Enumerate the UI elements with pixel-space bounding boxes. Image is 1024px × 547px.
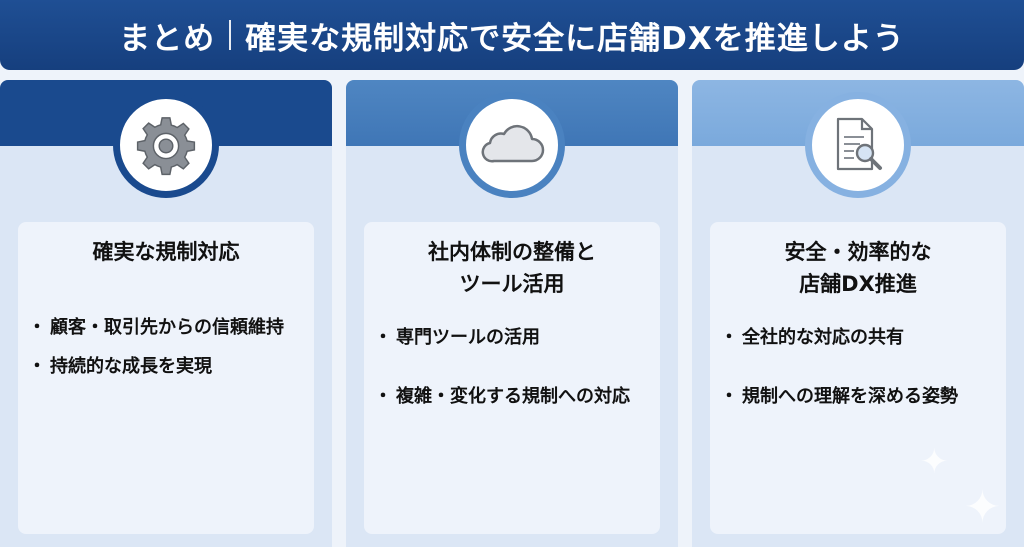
- list-item: 専門ツールの活用: [374, 322, 648, 353]
- sparkle-icon: ✦: [964, 482, 1001, 533]
- cloud-icon: [481, 124, 545, 163]
- list-item: 複雑・変化する規制への対応: [374, 381, 648, 412]
- bullet-list: 全社的な対応の共有 規制への理解を深める姿勢: [720, 322, 994, 412]
- header-divider: [229, 20, 232, 50]
- column-tools: 社内体制の整備と ツール活用 専門ツールの活用 複雑・変化する規制への対応: [346, 80, 678, 547]
- column-regulation: 確実な規制対応 顧客・取引先からの信頼維持 持続的な成長を実現: [0, 80, 332, 547]
- list-item: 規制への理解を深める姿勢: [720, 381, 994, 412]
- card-title-line: 店舗DX推進: [799, 272, 917, 296]
- column-card: 確実な規制対応 顧客・取引先からの信頼維持 持続的な成長を実現: [18, 222, 314, 534]
- card-title-line: ツール活用: [459, 272, 565, 296]
- card-title: 社内体制の整備と ツール活用: [376, 236, 648, 300]
- document-search-icon: [836, 117, 882, 171]
- column-card: 社内体制の整備と ツール活用 専門ツールの活用 複雑・変化する規制への対応: [364, 222, 660, 534]
- bullet-list: 専門ツールの活用 複雑・変化する規制への対応: [374, 322, 648, 412]
- icon-circle: [113, 92, 219, 198]
- card-title-line: 社内体制の整備と: [428, 240, 596, 264]
- bullet-list: 顧客・取引先からの信頼維持 持続的な成長を実現: [28, 312, 302, 382]
- list-item: 全社的な対応の共有: [720, 322, 994, 353]
- card-title-line: 安全・効率的な: [784, 240, 932, 264]
- card-title: 確実な規制対応: [92, 240, 240, 264]
- column-card: 安全・効率的な 店舗DX推進 全社的な対応の共有 規制への理解を深める姿勢: [710, 222, 1006, 534]
- column-dx: 安全・効率的な 店舗DX推進 全社的な対応の共有 規制への理解を深める姿勢 ✦ …: [692, 80, 1024, 547]
- list-item: 持続的な成長を実現: [28, 351, 302, 382]
- sparkle-icon: ✦: [920, 442, 949, 482]
- icon-circle: [459, 92, 565, 198]
- header-label: まとめ: [119, 20, 216, 57]
- card-title: 安全・効率的な 店舗DX推進: [722, 236, 994, 300]
- page-header: まとめ 確実な規制対応で安全に店舗DXを推進しよう: [0, 0, 1024, 70]
- list-item: 顧客・取引先からの信頼維持: [28, 312, 302, 343]
- gear-icon: [136, 117, 196, 176]
- page-title: 確実な規制対応で安全に店舗DXを推進しよう: [245, 20, 905, 57]
- icon-circle: [805, 92, 911, 198]
